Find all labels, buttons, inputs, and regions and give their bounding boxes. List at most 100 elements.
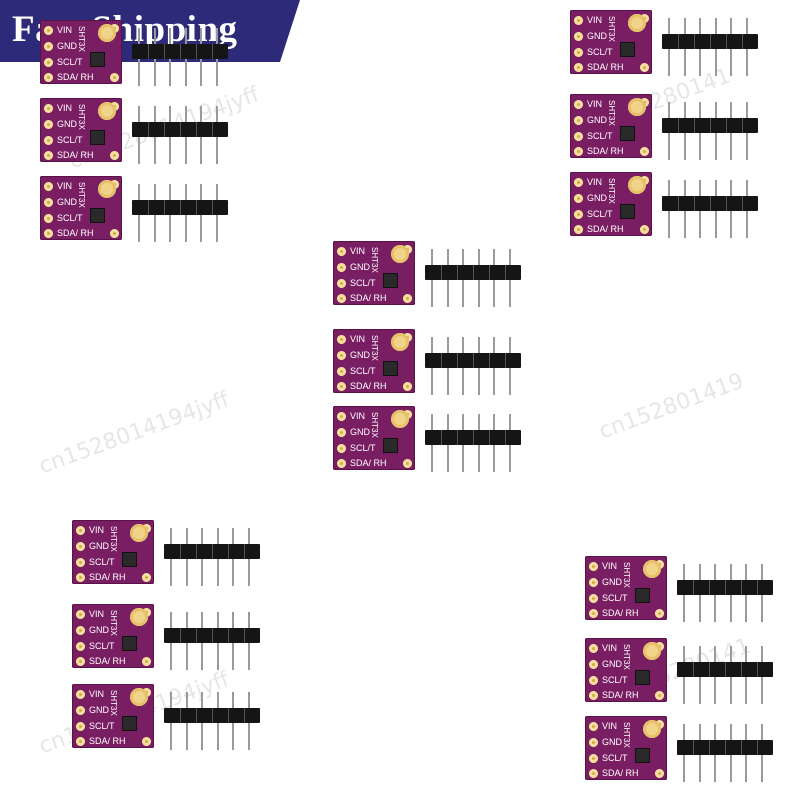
header-divider — [741, 740, 742, 755]
header-divider — [212, 122, 213, 137]
header-divider — [196, 628, 197, 643]
header-divider — [212, 200, 213, 215]
pin-label: GND — [57, 119, 77, 129]
sensor-chip — [620, 126, 635, 141]
mounting-hole — [110, 229, 119, 238]
pin-label: VIN — [587, 99, 603, 109]
pin-hole — [589, 578, 598, 587]
pin-label: VIN — [57, 25, 73, 35]
pin-label: VIN — [350, 246, 366, 256]
header-divider — [694, 196, 695, 211]
header-divider — [148, 200, 149, 215]
pin-hole — [337, 294, 346, 303]
pin-hole — [76, 690, 85, 699]
pin-label: GND — [587, 31, 607, 41]
header-divider — [244, 628, 245, 643]
pin-label: GND — [587, 193, 607, 203]
header-divider — [457, 265, 458, 280]
pin-hole — [44, 104, 53, 113]
pin-header — [425, 249, 521, 309]
header-divider — [228, 628, 229, 643]
header-divider — [709, 662, 710, 677]
pin-label: SDA/ RH — [57, 72, 94, 82]
pin-hole — [589, 594, 598, 603]
chip-label: SHT3X — [77, 182, 86, 208]
pin-label: GND — [89, 625, 109, 635]
header-divider — [228, 544, 229, 559]
pin-hole — [574, 48, 583, 57]
header-divider — [196, 200, 197, 215]
pin-hole — [44, 26, 53, 35]
header-divider — [742, 34, 743, 49]
header-divider — [164, 44, 165, 59]
pin-label: GND — [602, 659, 622, 669]
mounting-hole — [142, 573, 151, 582]
header-divider — [709, 740, 710, 755]
pin-hole — [589, 609, 598, 618]
header-divider — [164, 200, 165, 215]
pin-hole — [44, 229, 53, 238]
sensor-cap — [391, 245, 409, 263]
pin-label: GND — [602, 577, 622, 587]
chip-label: SHT3X — [109, 690, 118, 716]
sensor-cap — [98, 24, 116, 42]
sensor-chip — [620, 204, 635, 219]
pin-hole — [337, 335, 346, 344]
pin-label: GND — [350, 350, 370, 360]
mounting-hole — [403, 294, 412, 303]
header-divider — [726, 196, 727, 211]
sensor-chip — [122, 552, 137, 567]
header-divider — [505, 353, 506, 368]
pin-hole — [76, 526, 85, 535]
header-divider — [457, 430, 458, 445]
pin-hole — [44, 198, 53, 207]
pin-label: SDA/ RH — [587, 224, 624, 234]
pin-hole — [337, 263, 346, 272]
header-divider — [212, 44, 213, 59]
mounting-hole — [640, 147, 649, 156]
pin-hole — [76, 626, 85, 635]
pin-hole — [574, 210, 583, 219]
pin-hole — [76, 657, 85, 666]
pin-hole — [589, 562, 598, 571]
pin-label: SCL/T — [89, 641, 115, 651]
header-divider — [228, 708, 229, 723]
chip-label: SHT3X — [607, 178, 616, 204]
watermark: cn152801419 — [595, 368, 748, 445]
header-divider — [180, 708, 181, 723]
sensor-cap — [391, 410, 409, 428]
chip-label: SHT3X — [607, 100, 616, 126]
pin-label: GND — [602, 737, 622, 747]
watermark: cn1528014194jyff — [35, 387, 233, 480]
header-divider — [742, 196, 743, 211]
header-divider — [180, 44, 181, 59]
pin-hole — [44, 136, 53, 145]
chip-label: SHT3X — [622, 644, 631, 670]
pin-label: SDA/ RH — [587, 146, 624, 156]
header-divider — [441, 430, 442, 445]
header-divider — [457, 353, 458, 368]
pin-label: SCL/T — [587, 47, 613, 57]
pin-hole — [589, 754, 598, 763]
mounting-hole — [655, 609, 664, 618]
pin-label: VIN — [587, 15, 603, 25]
pin-hole — [76, 642, 85, 651]
header-divider — [757, 740, 758, 755]
header-divider — [489, 353, 490, 368]
